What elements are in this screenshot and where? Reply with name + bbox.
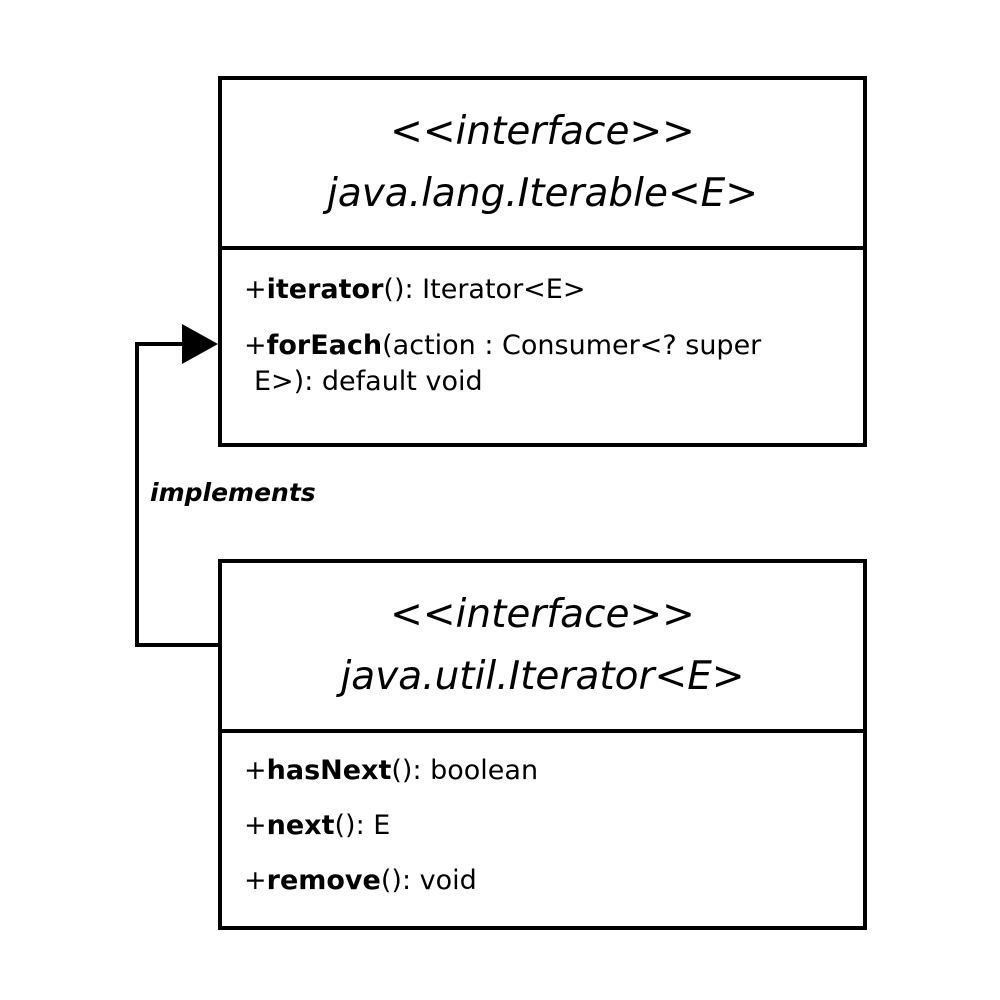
iterator-interface-box[interactable]: <<interface>> java.util.Iterator<E> +has… — [218, 559, 867, 930]
iterable-stereotype: <<interface>> — [390, 109, 695, 154]
operation-foreach: +forEach(action : Consumer<? super E>): … — [244, 326, 843, 402]
connector-arrowhead — [182, 324, 218, 364]
iterable-name: java.lang.Iterable<E> — [326, 171, 759, 216]
iterator-header: <<interface>> java.util.Iterator<E> — [222, 563, 863, 733]
op-name: next — [266, 810, 335, 841]
op-params: () — [391, 755, 413, 786]
relationship-label: implements — [150, 478, 316, 507]
iterator-stereotype: <<interface>> — [390, 592, 695, 637]
iterable-header: <<interface>> java.lang.Iterable<E> — [222, 80, 863, 250]
op-name: hasNext — [266, 755, 392, 786]
op-return: E>): default void — [254, 366, 483, 397]
op-params: (action : Consumer<? super — [382, 330, 762, 361]
op-visibility: + — [244, 810, 267, 841]
op-return: : E — [355, 810, 391, 841]
op-name: remove — [266, 865, 381, 896]
operation-next: +next(): E — [244, 806, 843, 846]
op-params: () — [334, 810, 356, 841]
iterator-operations: +hasNext(): boolean +next(): E +remove()… — [222, 733, 863, 926]
op-return: : void — [401, 865, 477, 896]
op-name: forEach — [266, 330, 383, 361]
op-params: () — [380, 865, 402, 896]
iterator-name: java.util.Iterator<E> — [340, 654, 745, 699]
op-return: : boolean — [412, 755, 539, 786]
op-visibility: + — [244, 755, 267, 786]
operation-hasnext: +hasNext(): boolean — [244, 751, 843, 791]
op-params: () — [383, 274, 405, 305]
connector-line — [135, 342, 218, 647]
op-visibility: + — [244, 865, 267, 896]
op-visibility: + — [244, 330, 267, 361]
op-name: iterator — [266, 274, 384, 305]
op-visibility: + — [244, 274, 267, 305]
operation-remove: +remove(): void — [244, 861, 843, 901]
op-return: : Iterator<E> — [404, 274, 586, 305]
operation-iterator: +iterator(): Iterator<E> — [244, 270, 843, 310]
iterable-operations: +iterator(): Iterator<E> +forEach(action… — [222, 250, 863, 443]
iterable-interface-box[interactable]: <<interface>> java.lang.Iterable<E> +ite… — [218, 76, 867, 447]
